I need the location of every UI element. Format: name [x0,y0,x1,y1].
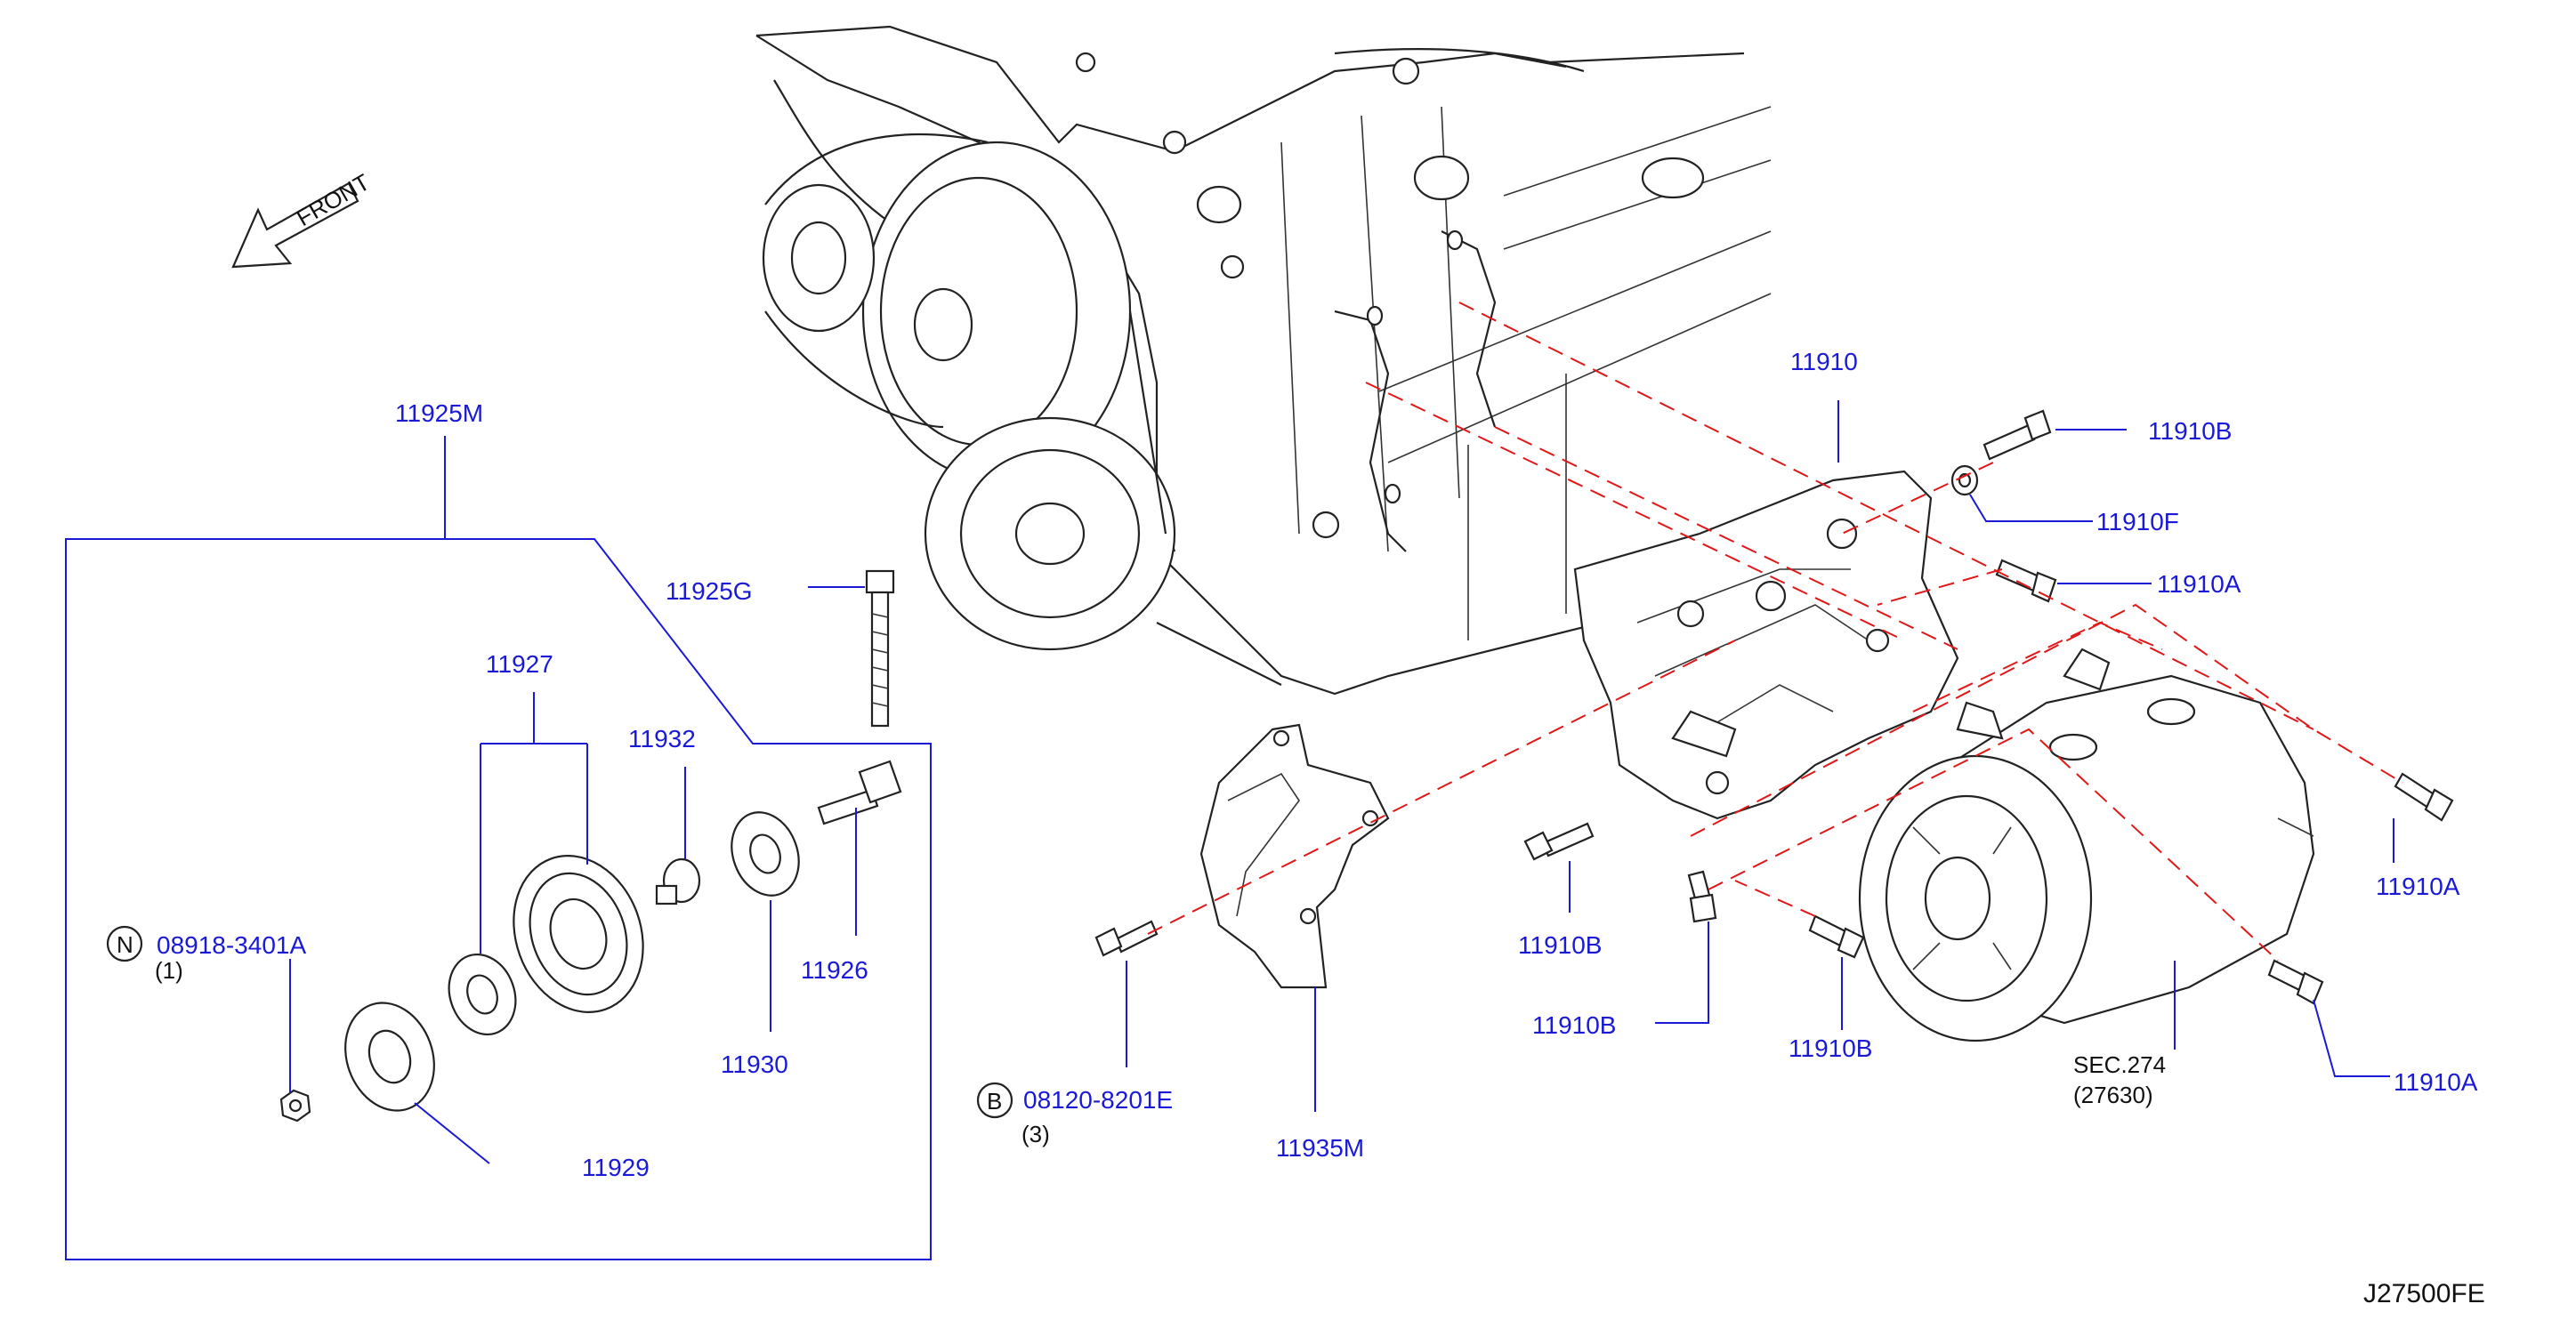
label-11910B-left: 11910B [1518,931,1602,959]
label-11910A-right: 11910A [2376,873,2460,900]
leader-lines [289,400,2394,1164]
bolt-icon [1523,822,1595,861]
compressor-bracket [1573,470,1959,820]
idler-bracket [1199,723,1390,989]
label-11932: 11932 [628,725,696,753]
bolt-icon [1687,870,1717,923]
label-section: SEC.274 [2073,1051,2166,1078]
bearing-icon [448,953,517,1036]
label-11910B-mid: 11910B [1532,1011,1616,1039]
label-11925G: 11925G [666,577,753,605]
label-11927: 11927 [486,650,553,678]
label-11910B-low: 11910B [1789,1034,1872,1062]
label-11930: 11930 [721,1050,788,1078]
bolt-icon [2394,772,2454,822]
label-nut-part: 08918-3401A [157,931,306,959]
alignment-lines [1147,302,2403,962]
idler-bolt-icon [817,760,902,825]
nut-icon [279,1089,311,1123]
nut-part-marker: N [106,925,143,962]
front-arrow-icon [231,181,359,269]
ac-compressor [1858,648,2315,1042]
label-11929: 11929 [582,1154,650,1181]
front-label: FRONT [292,168,375,231]
label-11910A-top: 11910A [2157,570,2241,598]
reference-code: J27500FE [2363,1279,2485,1308]
spacer-icon [655,857,701,905]
assembly-outline [65,538,932,1260]
bolt-icon [2267,959,2324,1005]
bolt-icon [1094,920,1159,957]
engine-block [755,25,1772,696]
pulley-cover-icon [731,811,800,897]
label-11910A-bottom: 11910A [2394,1068,2478,1096]
label-11926: 11926 [801,956,868,984]
bolt-icon [1982,409,2052,461]
bolt-marker-letter: B [987,1088,1002,1115]
label-section-part: (27630) [2073,1082,2153,1108]
bolt-icon [1808,914,1865,959]
bearing-icon [344,1002,435,1112]
label-bolt-part: 08120-8201E [1023,1086,1173,1114]
label-11910B-top: 11910B [2148,417,2232,445]
washer-icon [1950,464,1979,496]
long-bolt-icon [865,569,895,728]
label-11925M: 11925M [395,399,483,427]
idler-pulley-icon [513,855,644,1013]
label-11910F: 11910F [2096,508,2179,535]
label-11935M: 11935M [1276,1134,1364,1162]
label-11910: 11910 [1790,348,1858,375]
bolt-part-marker: B [976,1082,1013,1119]
nut-marker-letter: N [117,931,133,958]
label-bolt-qty: (3) [1022,1121,1050,1147]
label-nut-qty: (1) [155,957,183,984]
